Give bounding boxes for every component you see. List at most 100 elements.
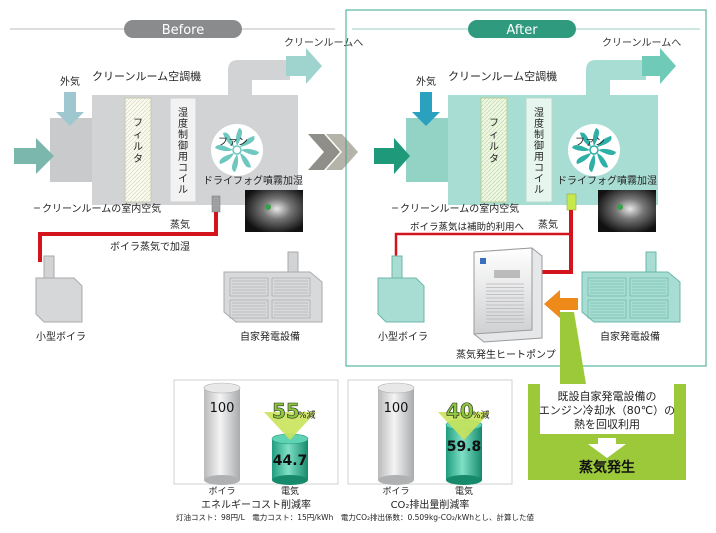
after-vtext-coil-char: コ xyxy=(534,163,544,174)
generator-panel xyxy=(629,277,669,297)
fan-blade xyxy=(596,135,612,148)
before-vtext-coil-char: イ xyxy=(178,174,188,185)
after-vtext-coil-char: 湿 xyxy=(534,107,544,119)
after-vtext-filter-char: タ xyxy=(489,153,499,165)
after-fan-label: ファン xyxy=(575,137,605,148)
before-fog-nozzle-dot xyxy=(265,204,271,210)
before-small-boiler xyxy=(35,277,83,323)
callout-line-2: エンジン冷却水（80℃）の xyxy=(539,404,675,417)
after-vtext-filter-char: フ xyxy=(489,118,499,129)
callout-result: 蒸気発生 xyxy=(579,459,635,476)
reduction-wedge xyxy=(264,412,316,440)
bar-cap xyxy=(203,382,241,394)
after-boiler-aux-label: ボイラ蒸気は補助的利用へ xyxy=(410,221,525,233)
before-generator-label: 自家発電設備 xyxy=(240,330,300,343)
before-pill xyxy=(124,20,242,38)
generator-panel xyxy=(271,299,311,319)
bar-body xyxy=(272,438,308,480)
chart-frame xyxy=(173,379,339,485)
generator-panel xyxy=(629,299,669,319)
bar-cap xyxy=(377,382,415,394)
before-small-boiler-label: 小型ボイラ xyxy=(36,330,86,343)
after-vtext-coil-char: 度 xyxy=(534,117,544,130)
generator-panel xyxy=(587,277,627,297)
fan-blade xyxy=(241,148,259,155)
before-filter xyxy=(124,97,152,203)
fan-hub xyxy=(232,145,242,155)
fan-blade xyxy=(596,152,609,168)
fan-blade xyxy=(219,152,235,165)
chart-bar-ボイラ: 100 xyxy=(203,382,241,485)
before-vtext-filter-char: ル xyxy=(133,142,143,153)
after-intake-box xyxy=(406,118,448,182)
after-boiler-stack xyxy=(391,255,403,279)
fan-hub xyxy=(589,145,599,155)
transition-chevrons xyxy=(308,134,358,170)
after-room-air-arrow xyxy=(374,138,410,174)
chart-bar-ボイラ: 100 xyxy=(377,382,415,485)
chart-frame xyxy=(347,379,513,485)
before-to-cleanroom-label: クリーンルームへ xyxy=(284,37,363,49)
after-small-boiler xyxy=(377,277,425,323)
before-boiler-stack xyxy=(43,255,55,279)
footnote: 灯油コスト：98円/L 電力コスト：15円/kWh 電力CO₂排出係数：0.50… xyxy=(176,512,534,522)
heat-pump-label: 蒸気発生ヒートポンプ xyxy=(456,348,556,361)
before-supply-arrow xyxy=(286,48,322,84)
generator-panel xyxy=(587,299,627,319)
after-steam-line-pump xyxy=(540,210,573,274)
before-vtext-coil-char: 度 xyxy=(178,117,188,130)
reduction-wedge xyxy=(438,412,490,440)
before-fan-icon xyxy=(215,128,259,172)
fan-blade xyxy=(235,128,243,146)
before-outside-air-arrow xyxy=(56,92,84,126)
after-vtext-coil-char: 御 xyxy=(534,139,544,152)
after-steam-line-boiler xyxy=(394,232,571,262)
generator-panel xyxy=(229,277,269,297)
heat-recovery-callout xyxy=(528,312,686,480)
after-coil xyxy=(525,97,553,203)
before-fan-label: ファン xyxy=(218,137,248,148)
after-ahu-title: クリーンルーム空調機 xyxy=(448,69,557,83)
reduction-label: 55 xyxy=(272,399,300,423)
reduction-unit: %減 xyxy=(472,409,490,421)
before-vtext-filter-char: タ xyxy=(133,153,143,165)
data-label: 59.8 xyxy=(447,439,482,455)
fan-blade xyxy=(215,145,233,152)
before-vtext-coil-char: 制 xyxy=(178,128,188,141)
before-boiler-steam-label: ボイラ蒸気で加湿 xyxy=(110,240,190,253)
after-outside-air-arrow xyxy=(412,92,440,126)
before-vtext-coil-char: 湿 xyxy=(178,107,188,119)
after-vtext-coil-char: ル xyxy=(534,185,544,196)
before-room-air-arrow xyxy=(14,138,54,174)
before-steam-line xyxy=(38,212,218,262)
fan-blade xyxy=(239,152,252,168)
data-label: 100 xyxy=(384,401,409,416)
before-vtext-coil-char: コ xyxy=(178,163,188,174)
before-steam-label: 蒸気 xyxy=(170,218,190,231)
fan-blade xyxy=(576,152,592,165)
before-vtext-filter-char: フ xyxy=(133,118,143,129)
category-label: 電気 xyxy=(455,485,473,497)
data-label: 100 xyxy=(210,401,235,416)
callout-line-1: 既設自家発電設備の xyxy=(558,389,657,403)
chart-title: エネルギーコスト削減率 xyxy=(201,498,311,511)
bar-base xyxy=(378,475,414,485)
before-room-air-label: クリーンルームの室内空気 xyxy=(42,202,161,215)
after-supply-duct xyxy=(586,60,646,95)
after-filter xyxy=(480,97,508,203)
category-label: ボイラ xyxy=(208,486,235,497)
after-small-boiler-label: 小型ボイラ xyxy=(378,330,428,343)
after-vtext-coil-char: 用 xyxy=(534,152,544,163)
bar-body xyxy=(378,388,414,480)
after-room-air-label: クリーンルームの室内空気 xyxy=(400,202,519,215)
